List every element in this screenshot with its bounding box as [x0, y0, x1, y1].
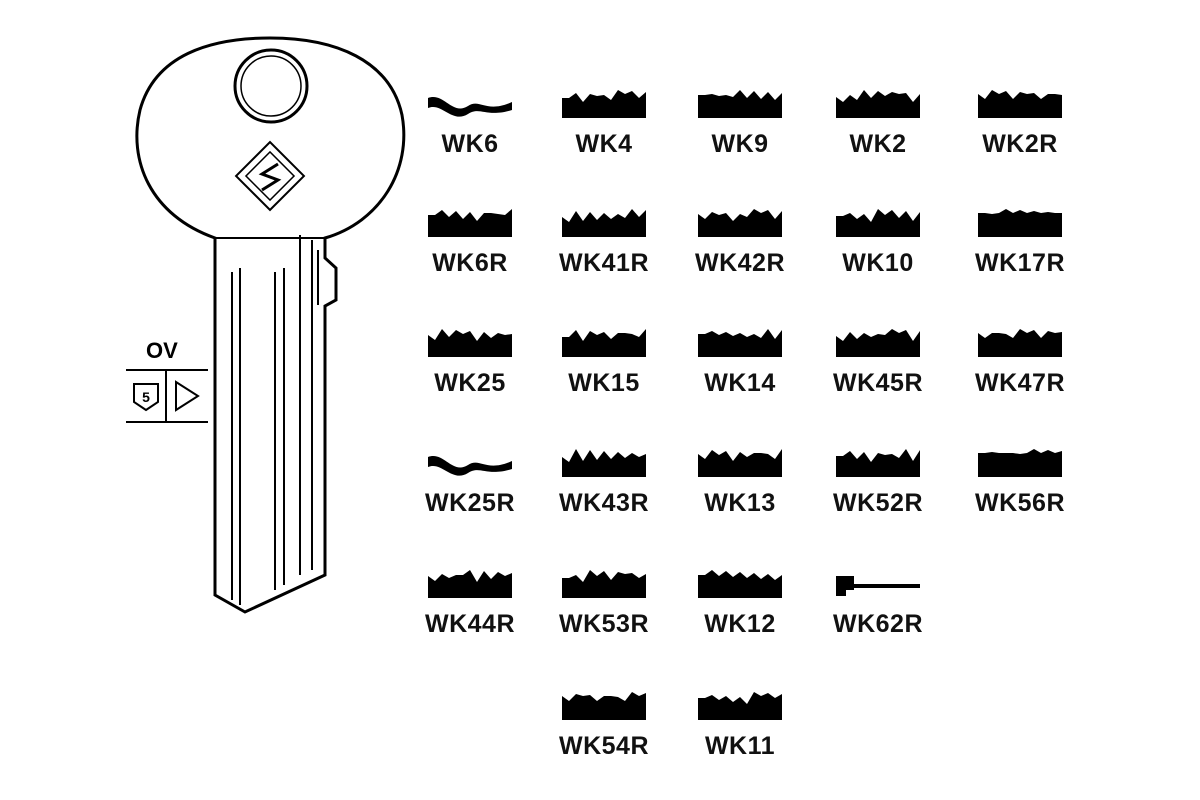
- profile-label: WK25: [434, 369, 506, 397]
- key-system-label: OV: [146, 338, 178, 363]
- profile-label: WK13: [704, 489, 776, 517]
- profile-shape-icon: [428, 329, 512, 357]
- profile-wk42r: WK42R: [694, 207, 786, 337]
- profile-shape-icon: [698, 449, 782, 477]
- pin-count-shield-icon: [133, 383, 159, 412]
- profile-shape-icon: [428, 456, 512, 476]
- profile-wk12: WK12: [694, 568, 786, 698]
- silca-logo-icon: [234, 140, 306, 212]
- profile-shape-icon: [562, 692, 646, 720]
- profile-wk53r: WK53R: [558, 568, 650, 698]
- profile-label: WK54R: [558, 732, 649, 760]
- profile-label: WK53R: [558, 610, 649, 638]
- profile-label: WK10: [842, 249, 914, 277]
- profile-shape-icon: [978, 90, 1062, 118]
- profile-shape-icon: [428, 570, 512, 598]
- profile-label: WK12: [704, 610, 776, 638]
- profile-wk44r: WK44R: [424, 568, 516, 698]
- profile-wk15: WK15: [558, 327, 650, 457]
- profile-label: WK6R: [432, 249, 508, 277]
- profile-shape-icon: [698, 209, 782, 237]
- profile-shape-icon: [836, 576, 920, 596]
- profile-label: WK11: [704, 732, 776, 760]
- profile-wk47r: WK47R: [974, 327, 1066, 457]
- profile-label: WK4: [575, 130, 633, 158]
- profile-wk6r: WK6R: [424, 207, 516, 337]
- profile-wk2r: WK2R: [974, 88, 1066, 218]
- profile-shape-icon: [698, 90, 782, 118]
- profile-shape-icon: [562, 209, 646, 237]
- profile-wk9: WK9: [694, 88, 786, 218]
- profile-label: WK9: [711, 130, 769, 158]
- profile-wk25r: WK25R: [424, 447, 516, 577]
- profile-shape-icon: [836, 209, 920, 237]
- profile-label: WK42R: [694, 249, 785, 277]
- profile-shape-icon: [428, 97, 512, 117]
- profile-wk62r: WK62R: [832, 568, 924, 698]
- profile-wk25: WK25: [424, 327, 516, 457]
- profile-label: WK43R: [558, 489, 649, 517]
- profile-wk13: WK13: [694, 447, 786, 577]
- profile-shape-icon: [698, 692, 782, 720]
- profile-label: WK45R: [832, 369, 923, 397]
- profile-shape-icon: [562, 570, 646, 598]
- profile-wk54r: WK54R: [558, 690, 650, 800]
- profile-label: WK17R: [974, 249, 1065, 277]
- profile-label: WK6: [441, 130, 499, 158]
- key-system-table: 5: [126, 369, 208, 423]
- profile-wk6: WK6: [424, 88, 516, 218]
- profile-wk4: WK4: [558, 88, 650, 218]
- profile-label: WK52R: [832, 489, 923, 517]
- profile-shape-icon: [978, 449, 1062, 477]
- key-blank-drawing: [135, 36, 406, 614]
- pin-count: 5: [142, 389, 150, 405]
- profile-label: WK15: [568, 369, 640, 397]
- profile-shape-icon: [698, 329, 782, 357]
- profile-shape-icon: [978, 209, 1062, 237]
- profile-shape-icon: [836, 90, 920, 118]
- profile-shape-icon: [836, 329, 920, 357]
- profile-wk14: WK14: [694, 327, 786, 457]
- profile-label: WK2R: [982, 130, 1058, 158]
- profile-label: WK41R: [558, 249, 649, 277]
- profile-shape-icon: [428, 209, 512, 237]
- profile-wk45r: WK45R: [832, 327, 924, 457]
- profile-wk43r: WK43R: [558, 447, 650, 577]
- profile-label: WK14: [704, 369, 776, 397]
- profile-wk11: WK11: [694, 690, 786, 800]
- right-arrow-icon: [175, 380, 200, 412]
- profile-label: WK44R: [424, 610, 515, 638]
- profile-wk2: WK2: [832, 88, 924, 218]
- profile-shape-icon: [836, 449, 920, 477]
- profile-shape-icon: [562, 329, 646, 357]
- profile-shape-icon: [698, 570, 782, 598]
- profile-wk56r: WK56R: [974, 447, 1066, 577]
- profile-wk52r: WK52R: [832, 447, 924, 577]
- profile-label: WK25R: [424, 489, 515, 517]
- profile-shape-icon: [562, 90, 646, 118]
- profile-wk10: WK10: [832, 207, 924, 337]
- profile-label: WK62R: [832, 610, 923, 638]
- profile-shape-icon: [978, 329, 1062, 357]
- profile-wk41r: WK41R: [558, 207, 650, 337]
- profile-shape-icon: [562, 449, 646, 477]
- profile-wk17r: WK17R: [974, 207, 1066, 337]
- profile-label: WK47R: [974, 369, 1065, 397]
- profile-label: WK56R: [974, 489, 1065, 517]
- profile-label: WK2: [849, 130, 907, 158]
